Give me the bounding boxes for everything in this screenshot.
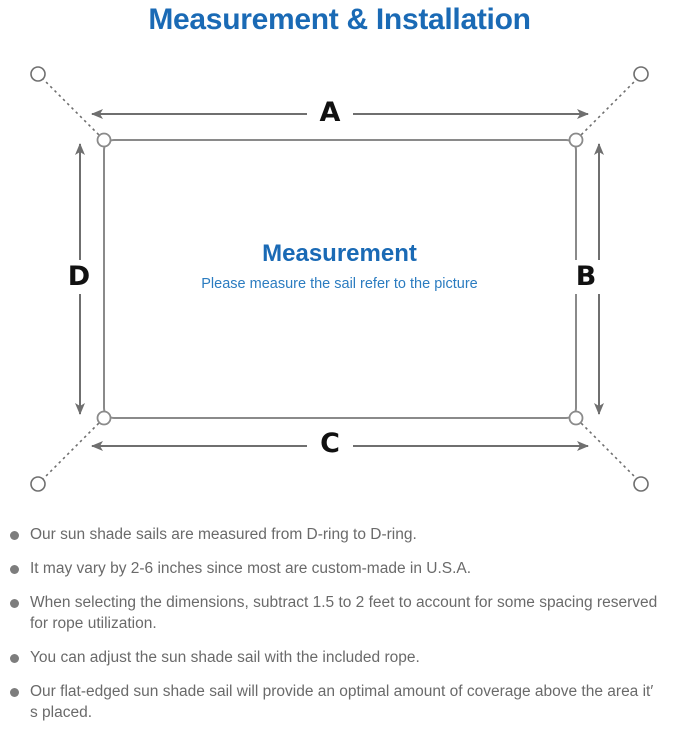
anchor-point-top-left [30,66,46,82]
page-title: Measurement & Installation [148,3,531,36]
dimension-label-d: D [62,260,96,294]
bullet-icon [10,565,19,574]
bullet-icon [10,599,19,608]
note-text: Our flat-edged sun shade sail will provi… [30,683,654,721]
rope-top-left [42,78,104,140]
bullet-icon [10,654,19,663]
rope-top-right [576,78,638,140]
d-ring-bottom-left [96,410,112,426]
rope-bottom-right [576,418,638,480]
note-text: Our sun shade sails are measured from D-… [30,526,417,543]
diagram-center-title: Measurement [262,240,417,267]
list-item: It may vary by 2-6 inches since most are… [0,558,679,579]
dimension-label-b: B [569,260,603,294]
list-item: Our flat-edged sun shade sail will provi… [0,681,679,723]
dimension-label-c: C [307,429,353,459]
anchor-point-top-right [633,66,649,82]
diagram-center-subtitle: Please measure the sail refer to the pic… [201,276,478,292]
rope-bottom-left [42,418,104,480]
bullet-icon [10,688,19,697]
diagram-canvas [30,66,649,492]
d-ring-top-left [96,132,112,148]
list-item: When selecting the dimensions, subtract … [0,592,679,634]
list-item: You can adjust the sun shade sail with t… [0,647,679,668]
bullet-icon [10,531,19,540]
d-ring-bottom-right [568,410,584,426]
anchor-point-bottom-right [633,476,649,492]
note-text: You can adjust the sun shade sail with t… [30,649,420,666]
list-item: Our sun shade sails are measured from D-… [0,524,679,545]
note-text: It may vary by 2-6 inches since most are… [30,560,472,577]
notes-list: Our sun shade sails are measured from D-… [0,524,679,736]
measurement-diagram: Measurement Please measure the sail refe… [0,48,679,518]
note-text: When selecting the dimensions, subtract … [30,594,658,632]
anchor-point-bottom-left [30,476,46,492]
d-ring-top-right [568,132,584,148]
dimension-label-a: A [307,98,353,128]
